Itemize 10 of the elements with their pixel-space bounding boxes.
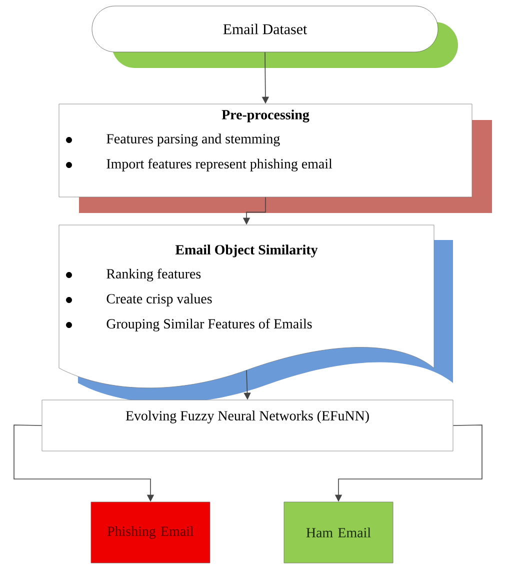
list-item: Grouping Similar Features of Emails [106, 318, 312, 332]
heading: Email Object Similarity [175, 244, 318, 258]
process-box: Evolving Fuzzy Neural Networks (EFuNN) [42, 400, 454, 452]
list-item: Create crisp values [106, 294, 212, 306]
list-item: Features parsing and stemming [106, 134, 280, 146]
output-box: Phishing Email [90, 502, 210, 564]
list-item: Import features represent phishing email [106, 158, 332, 172]
output-box: Ham Email [284, 502, 394, 564]
heading: Pre-processing [222, 110, 310, 122]
list-item: Ranking features [106, 268, 201, 282]
